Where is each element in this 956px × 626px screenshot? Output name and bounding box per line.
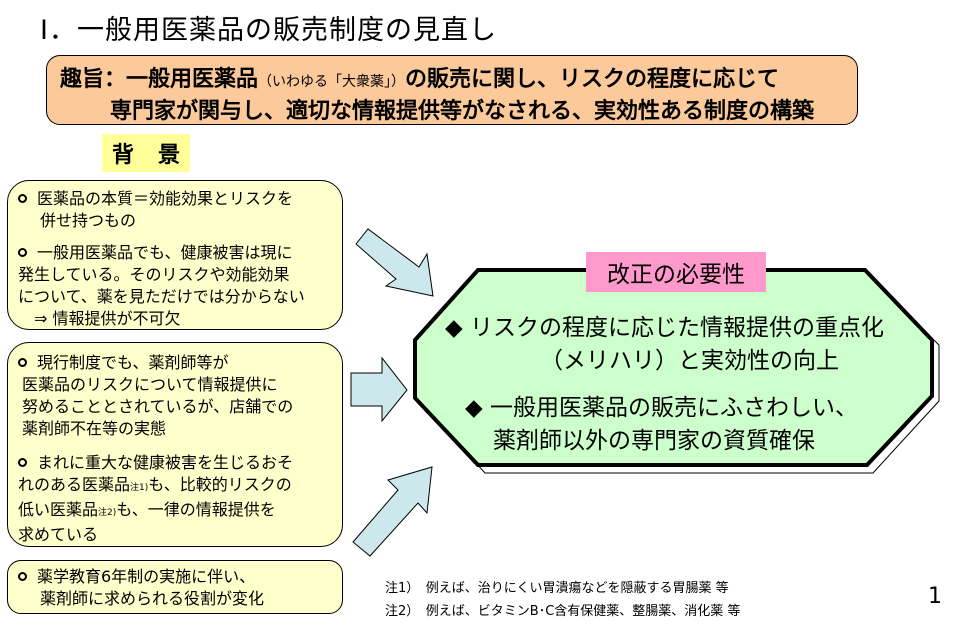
background-point-4: まれに重大な健康被害を生じるおそ れのある医薬品注1)も、比較的リスクの 低い医… — [18, 453, 294, 544]
circle-bullet-icon — [18, 248, 27, 257]
background-box-3 — [7, 560, 343, 614]
necessity-item-2-line-2: 薬剤師以外の専門家の資質確保 — [493, 428, 815, 454]
circle-bullet-icon — [18, 458, 27, 467]
footnote-ref-2: 注2) — [98, 508, 117, 518]
summary-prefix: 趣旨：一般用医薬品 — [60, 67, 259, 92]
necessity-octagon — [413, 268, 940, 474]
page-number: 1 — [928, 584, 942, 609]
necessity-item-1-line-1: ◆ リスクの程度に応じた情報提供の重点化 — [445, 315, 884, 341]
background-point-2: 一般用医薬品でも、健康被害は現に 発生している。そのリスクや効能効果 について、… — [18, 243, 305, 328]
necessity-item-1-line-2: （メリハリ）と実効性の向上 — [540, 348, 839, 374]
summary-aside: （いわゆる「大衆薬」） — [258, 74, 406, 90]
background-label: 背景 — [102, 134, 190, 172]
necessity-item-2-line-1: ◆ 一般用医薬品の販売にふさわしい、 — [465, 395, 858, 421]
background-point-1: 医薬品の本質＝効能効果とリスクを 併せ持つもの — [18, 188, 293, 232]
footnote-1: 注1） 例えば、治りにくい胃潰瘍などを隠蔽する胃腸薬 等 — [385, 581, 729, 596]
circle-bullet-icon — [18, 358, 27, 367]
footnote-ref-1: 注1) — [130, 483, 149, 493]
arrow-up-right-icon — [352, 466, 433, 557]
circle-bullet-icon — [18, 194, 27, 203]
arrow-right-icon — [350, 356, 408, 423]
arrow-down-right-icon — [355, 228, 434, 297]
background-box-2 — [7, 342, 343, 547]
circle-bullet-icon — [18, 572, 27, 581]
background-point-3: 現行制度でも、薬剤師等が 医薬品のリスクについて情報提供に 努めることとされてい… — [18, 352, 293, 440]
arrows-group — [350, 228, 434, 557]
background-box-1 — [7, 180, 343, 330]
summary-box — [46, 55, 858, 125]
summary-line1-rest: の販売に関し、リスクの程度に応じて — [405, 67, 780, 92]
necessity-label: 改正の必要性 — [586, 252, 766, 292]
slide-title: Ⅰ．一般用医薬品の販売制度の見直し — [40, 15, 497, 46]
background-point-5: 薬学教育6年制の実施に伴い、 薬剤師に求められる役割が変化 — [18, 566, 264, 610]
summary-line-2: 専門家が関与し、適切な情報提供等がなされる、実効性ある制度の構築 — [110, 99, 815, 124]
footnote-2: 注2） 例えば、ビタミンB･C含有保健薬、整腸薬、消化薬 等 — [385, 604, 741, 619]
summary-line-1: 趣旨：一般用医薬品（いわゆる「大衆薬」）の販売に関し、リスクの程度に応じて — [60, 61, 779, 93]
